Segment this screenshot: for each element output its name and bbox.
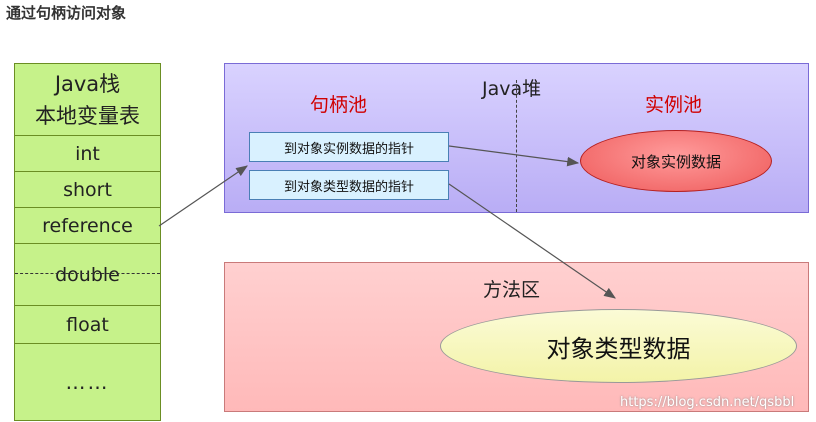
arrow-reference-to-handle [158, 165, 248, 227]
pointer-to-type-data: 到对象类型数据的指针 [249, 170, 449, 200]
java-stack: Java栈 本地变量表 int short reference double f… [14, 63, 161, 421]
pointer-to-instance-data: 到对象实例数据的指针 [249, 132, 449, 162]
instance-pool-label: 实例池 [645, 94, 703, 116]
page-title: 通过句柄访问对象 [6, 4, 127, 22]
method-area-label: 方法区 [483, 279, 541, 301]
handle-pool-label: 句柄池 [310, 94, 368, 116]
instance-data-ellipse: 对象实例数据 [580, 130, 772, 192]
stack-header-title: Java栈 [54, 71, 121, 96]
java-heap-label: Java堆 [482, 78, 542, 100]
stack-slot-reference: reference [15, 208, 160, 244]
heap-divider [516, 80, 517, 212]
stack-slot-int: int [15, 136, 160, 172]
arrow-handle-to-instance [448, 145, 580, 167]
watermark-text: https://blog.csdn.net/qsbbl [620, 395, 795, 410]
arrow-handle-to-type [448, 183, 616, 299]
stack-slot-double: double [15, 244, 160, 306]
stack-slot-more: …… [65, 370, 110, 394]
stack-slot-float: float [15, 306, 160, 344]
stack-header: Java栈 本地变量表 [15, 64, 160, 136]
stack-slot-short: short [15, 172, 160, 208]
method-area: 方法区 对象类型数据 [224, 262, 809, 412]
stack-slot-double-label: double [55, 263, 120, 286]
java-heap-area: 句柄池 Java堆 实例池 到对象实例数据的指针 到对象类型数据的指针 对象实例… [224, 63, 809, 213]
type-data-ellipse: 对象类型数据 [440, 309, 797, 383]
stack-header-subtitle: 本地变量表 [35, 103, 140, 128]
double-slot-divider [15, 273, 160, 274]
